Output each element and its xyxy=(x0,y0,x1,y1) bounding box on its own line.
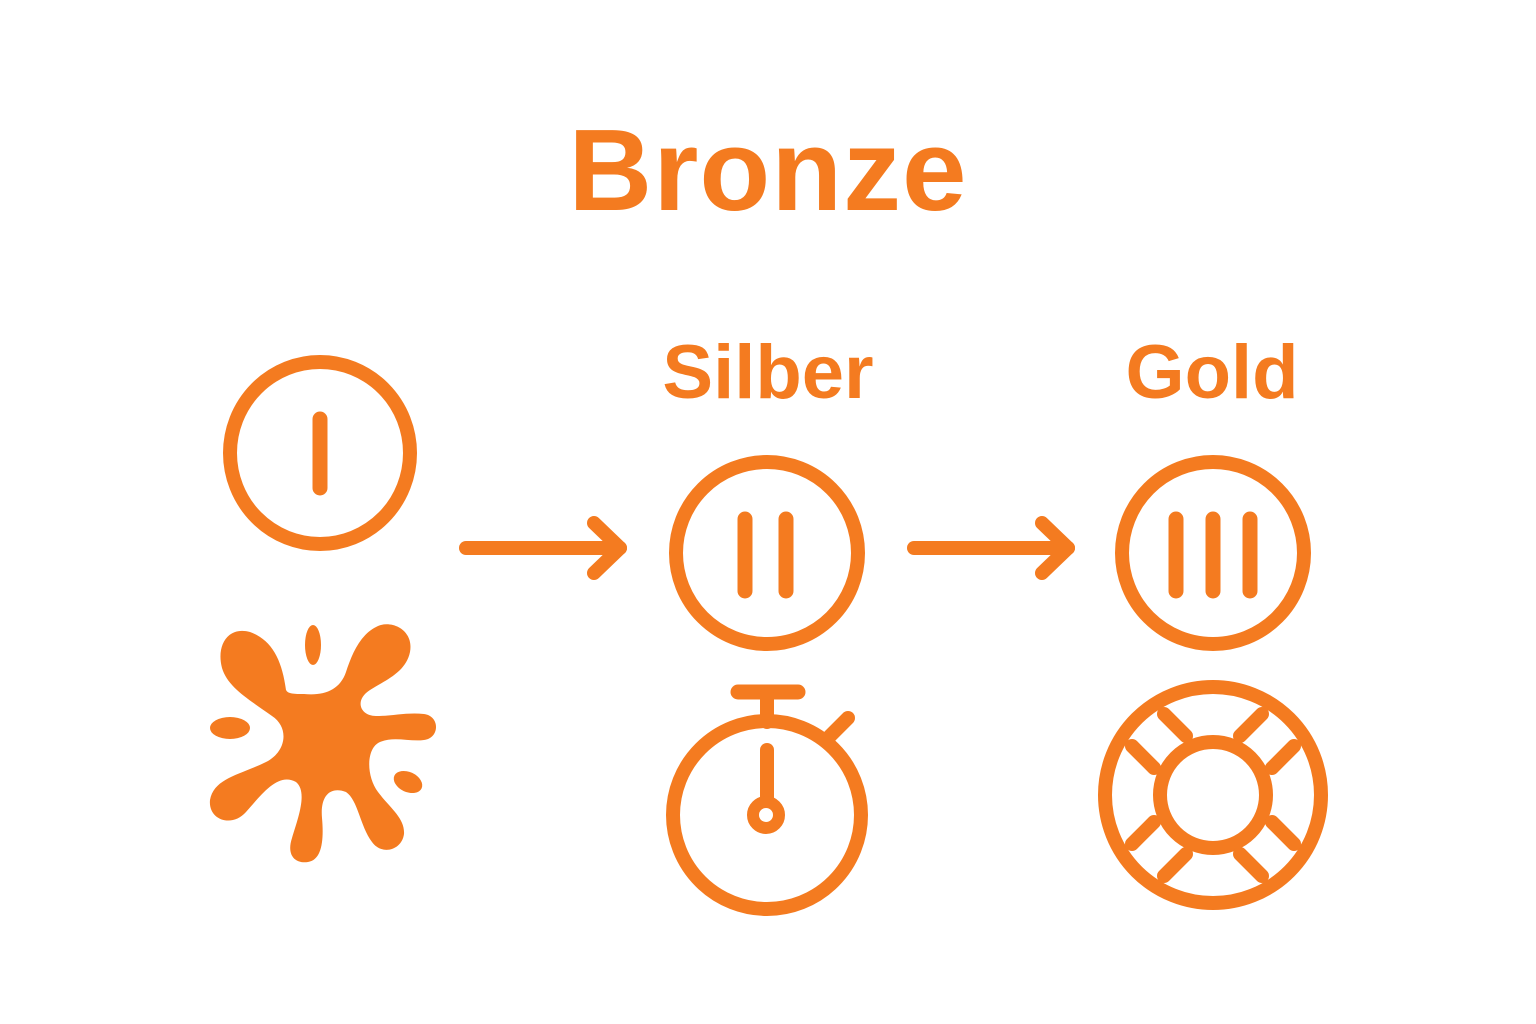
page-title: Bronze xyxy=(568,105,968,235)
level-badge-silber xyxy=(669,455,865,651)
level-badge-gold xyxy=(1115,455,1311,651)
level-label-silber: Silber xyxy=(662,330,874,415)
splash-icon xyxy=(209,624,436,863)
arrow-right-icon xyxy=(907,516,1075,580)
arrow-right-icon xyxy=(459,516,627,580)
level-badge-bronze xyxy=(223,355,417,551)
stopwatch-icon xyxy=(666,684,868,916)
level-label-gold: Gold xyxy=(1125,330,1299,415)
lifebuoy-icon xyxy=(1098,680,1328,910)
